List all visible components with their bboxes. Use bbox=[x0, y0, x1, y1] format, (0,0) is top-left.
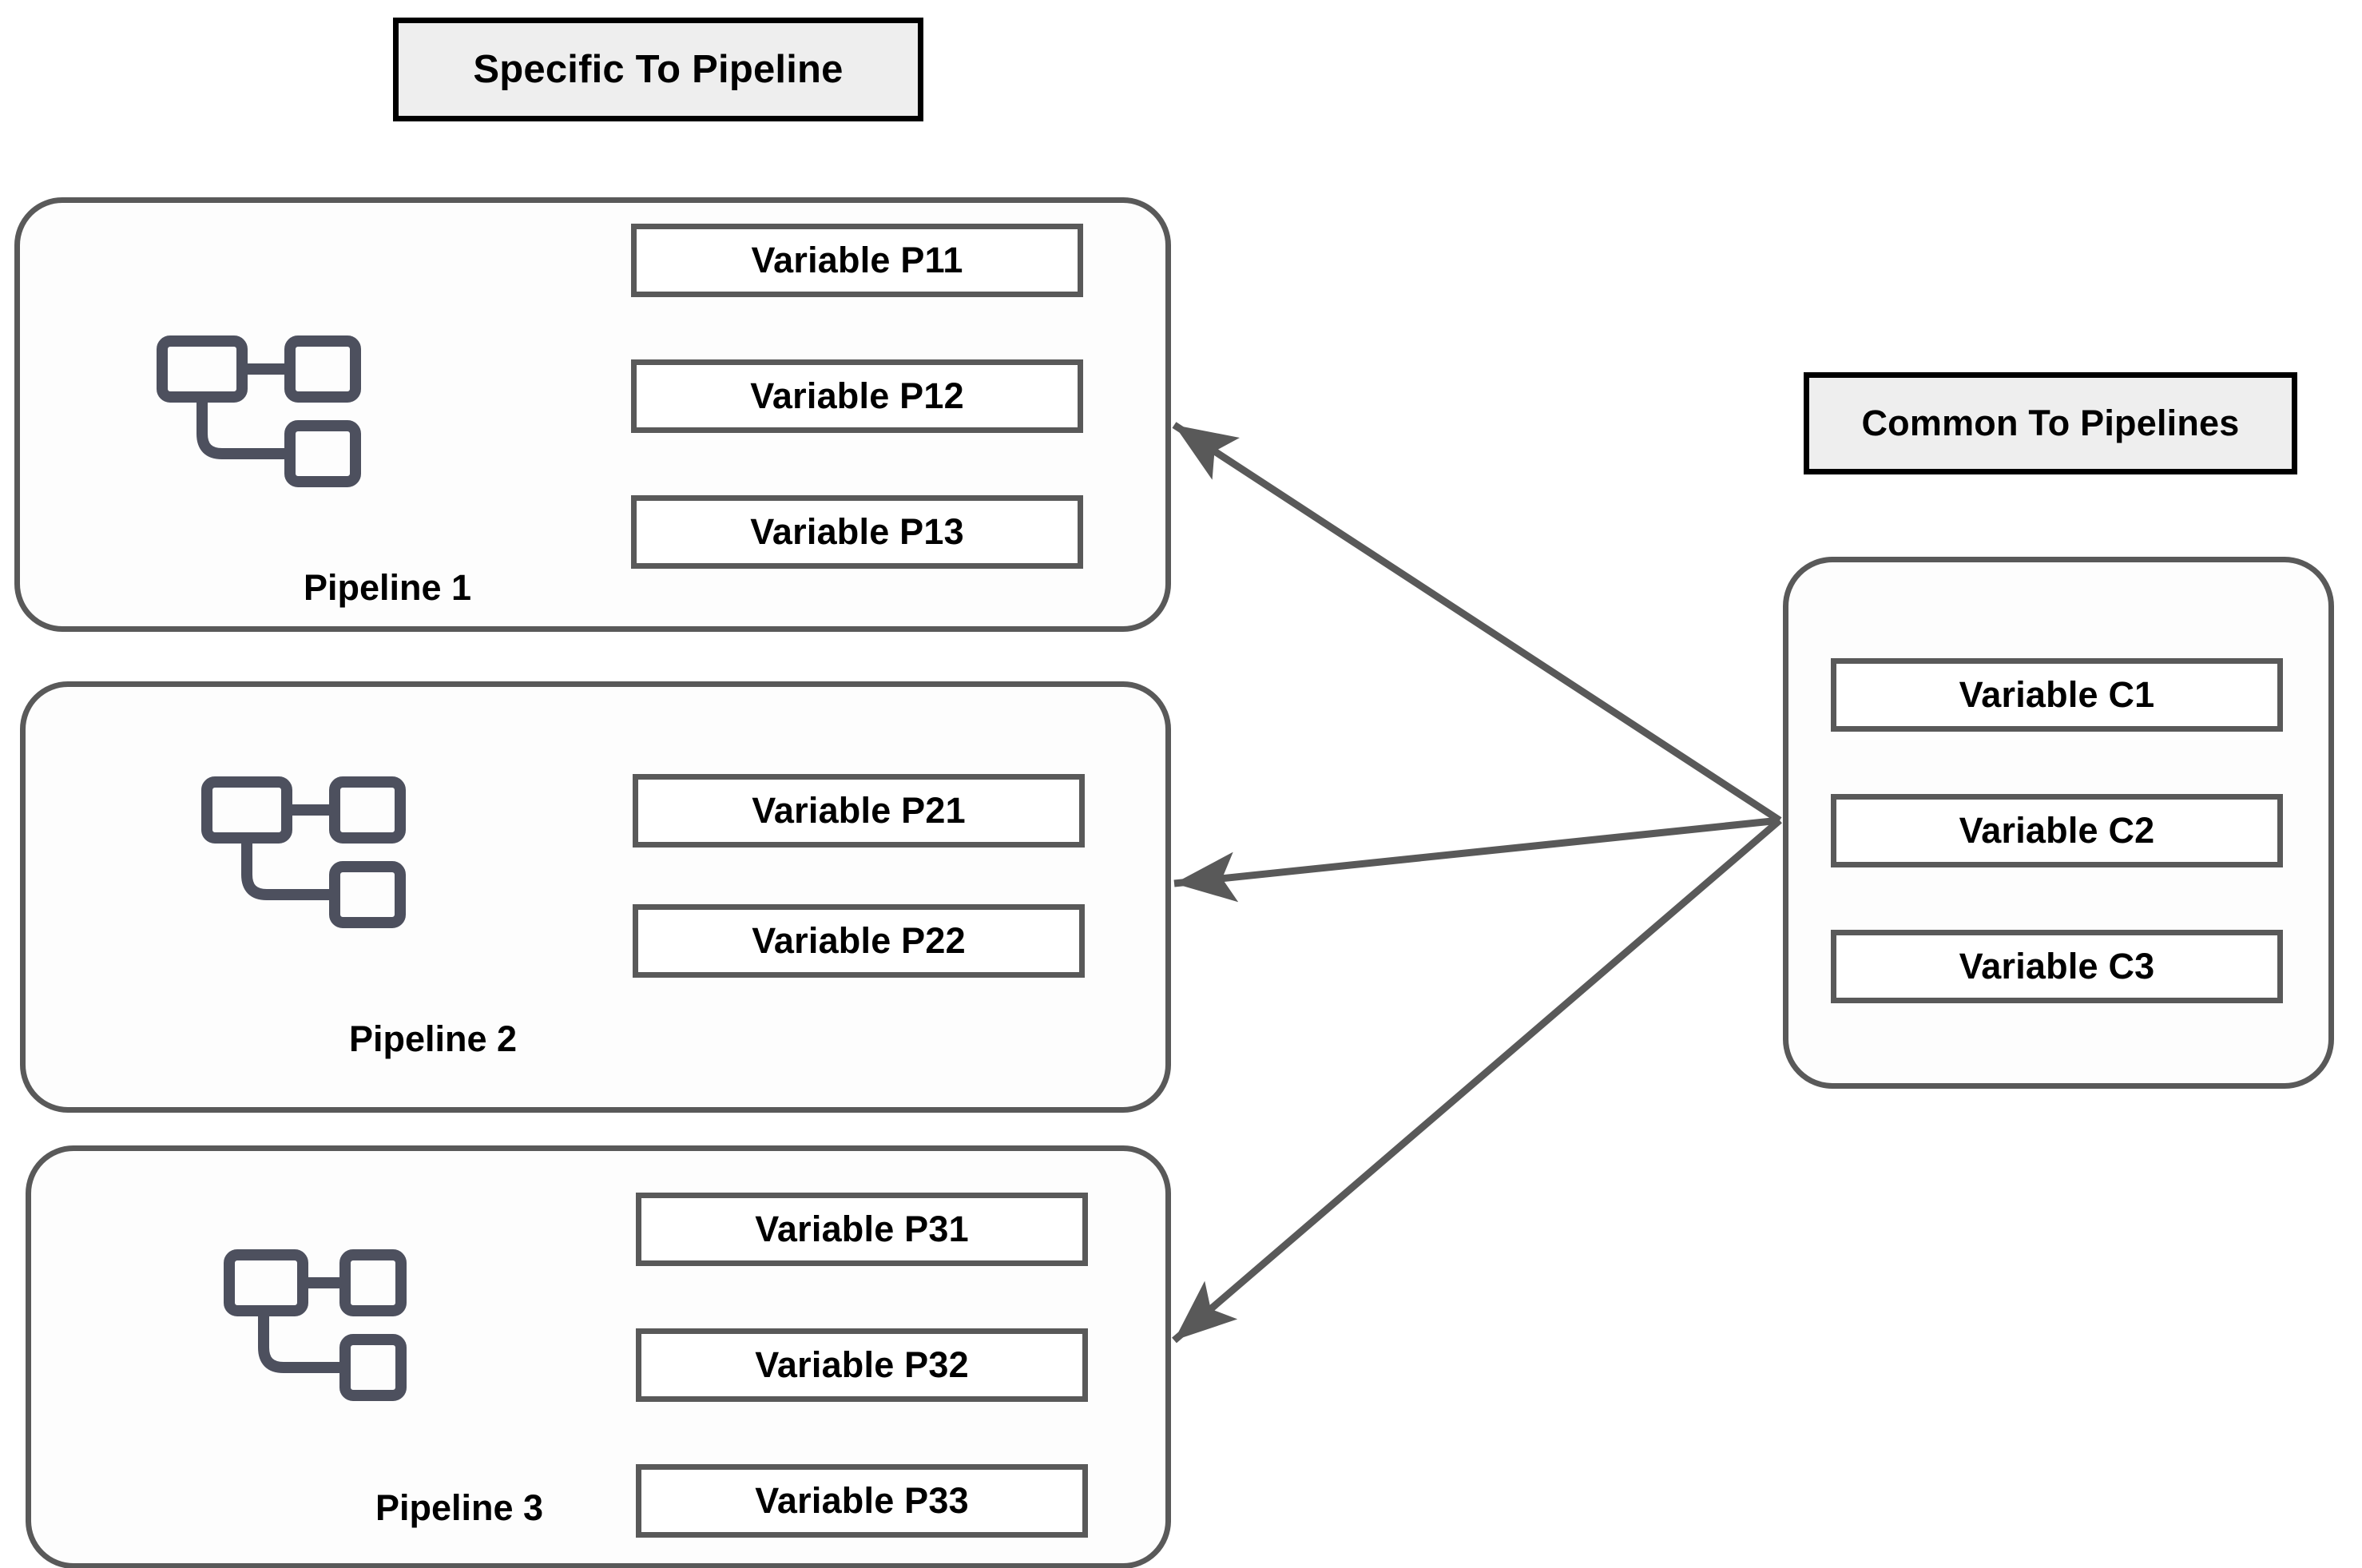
pipeline-flow-icon bbox=[224, 1249, 407, 1401]
variable-chip[interactable]: Variable C2 bbox=[1831, 794, 2283, 867]
variable-chip[interactable]: Variable P33 bbox=[636, 1464, 1088, 1538]
variable-chip[interactable]: Variable P31 bbox=[636, 1193, 1088, 1266]
variable-chip[interactable]: Variable P22 bbox=[633, 904, 1085, 978]
legend-common-to-pipelines: Common To Pipelines bbox=[1804, 372, 2297, 474]
variable-chip[interactable]: Variable P32 bbox=[636, 1328, 1088, 1402]
variable-chip[interactable]: Variable C3 bbox=[1831, 930, 2283, 1003]
variable-chip[interactable]: Variable P21 bbox=[633, 774, 1085, 848]
variable-chip[interactable]: Variable P13 bbox=[631, 495, 1083, 569]
pipeline-group-2 bbox=[20, 681, 1171, 1113]
legend-specific-to-pipeline: Specific To Pipeline bbox=[393, 18, 923, 121]
arrow-to-pipeline-3 bbox=[1172, 817, 1782, 1344]
pipeline-flow-icon bbox=[201, 776, 406, 928]
variable-chip[interactable]: Variable P12 bbox=[631, 359, 1083, 433]
pipeline-label-1: Pipeline 1 bbox=[304, 567, 472, 608]
variable-chip[interactable]: Variable P11 bbox=[631, 224, 1083, 297]
arrow-to-pipeline-2 bbox=[1173, 816, 1780, 903]
arrow-to-pipeline-1 bbox=[1172, 422, 1782, 824]
pipeline-label-2: Pipeline 2 bbox=[349, 1018, 518, 1059]
pipeline-flow-icon bbox=[157, 335, 361, 487]
variable-chip[interactable]: Variable C1 bbox=[1831, 658, 2283, 732]
pipeline-label-3: Pipeline 3 bbox=[375, 1487, 544, 1528]
